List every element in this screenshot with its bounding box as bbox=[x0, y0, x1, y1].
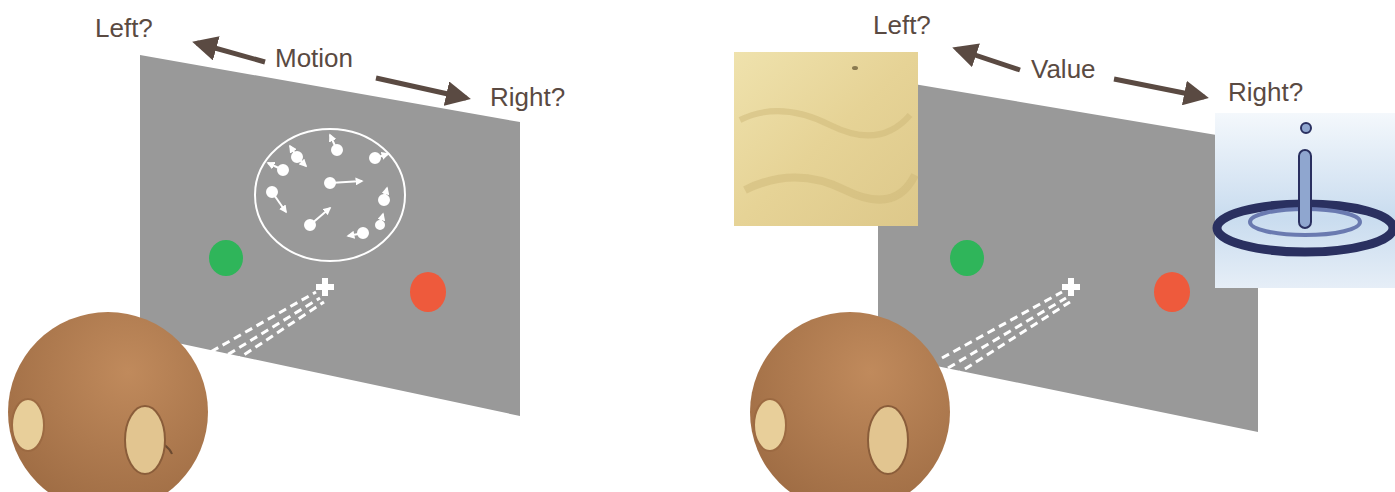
water-picture bbox=[1215, 113, 1395, 288]
left-arrow bbox=[197, 43, 265, 62]
right-arrow bbox=[376, 78, 466, 98]
monkey-head bbox=[8, 312, 208, 492]
right-arrow bbox=[1114, 79, 1204, 97]
choice-label: Right? bbox=[1228, 79, 1303, 105]
gaze-lines bbox=[200, 292, 324, 376]
fixation-cross bbox=[1062, 278, 1080, 296]
choice-label: Right? bbox=[490, 84, 565, 110]
value-panel bbox=[734, 49, 1395, 492]
gaze-lines bbox=[942, 292, 1070, 376]
red-target bbox=[1154, 272, 1190, 312]
aperture bbox=[255, 129, 405, 261]
monkey-head bbox=[750, 312, 950, 492]
motion-panel bbox=[8, 43, 520, 492]
feature-label: Value bbox=[1031, 56, 1096, 82]
moving-dots bbox=[267, 135, 389, 238]
choice-label: Left? bbox=[873, 12, 931, 38]
red-target bbox=[410, 272, 446, 312]
sand-picture bbox=[734, 52, 918, 226]
screen bbox=[140, 55, 520, 416]
left-arrow bbox=[957, 49, 1020, 70]
green-target bbox=[209, 240, 243, 276]
choice-label: Left? bbox=[95, 15, 153, 41]
feature-label: Motion bbox=[275, 45, 353, 71]
green-target bbox=[950, 240, 984, 276]
fixation-cross bbox=[316, 278, 334, 296]
